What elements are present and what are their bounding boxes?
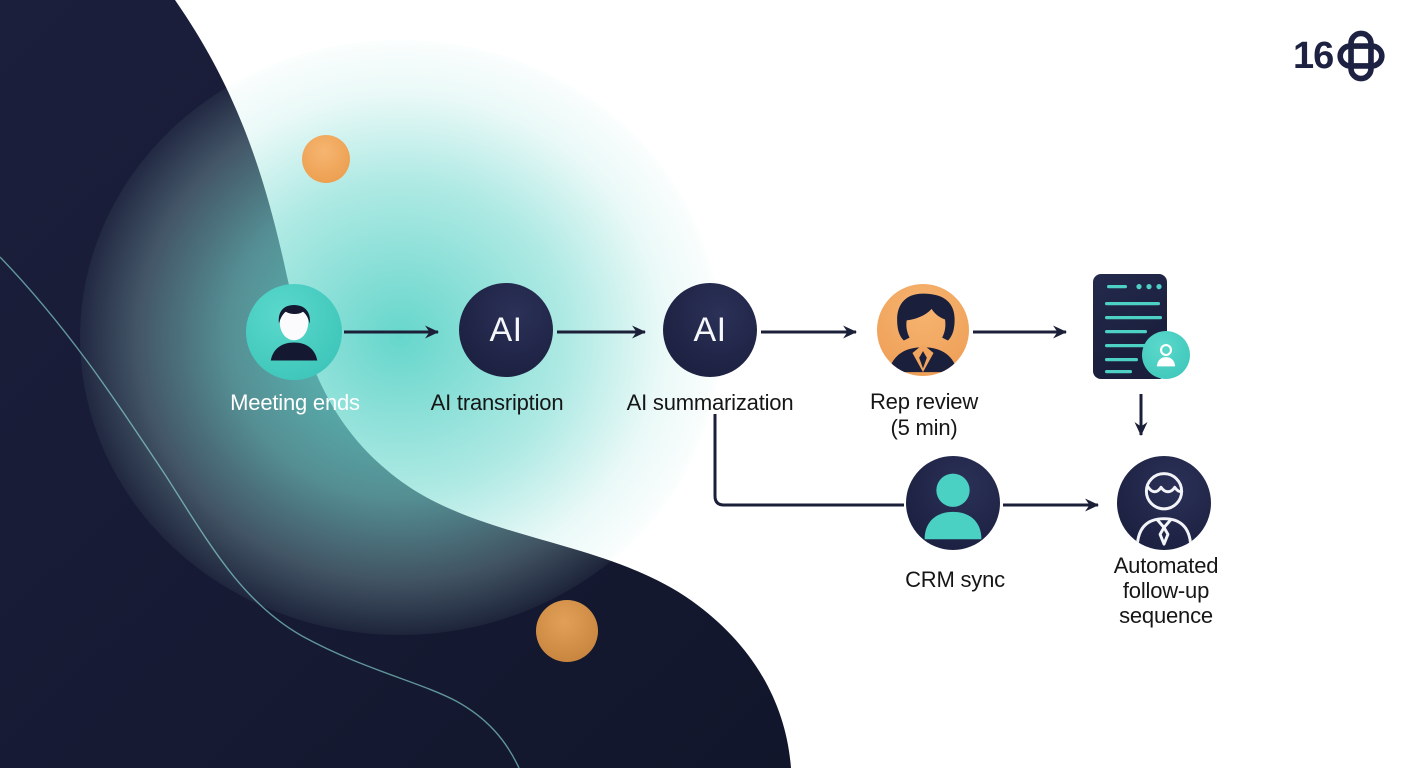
- elbow-summarization-to-crmsync: [713, 414, 904, 507]
- label-followup-line1: Automated: [1113, 553, 1219, 578]
- label-rep-review-line2: (5 min): [890, 415, 958, 440]
- brand-logo: 16: [1293, 28, 1387, 84]
- label-rep-review: Rep review (5 min): [824, 389, 1024, 441]
- ai-badge-text: AI: [693, 310, 727, 349]
- label-rep-review-line1: Rep review: [869, 389, 979, 414]
- person-avatar-icon: [270, 305, 318, 361]
- label-meeting-ends: Meeting ends: [230, 390, 360, 415]
- woman-avatar-icon: [888, 293, 958, 373]
- decor-circle-orange-bottom: [536, 600, 598, 662]
- decor-circle-orange-top: [302, 135, 350, 183]
- node-crm-sync: [906, 456, 1000, 550]
- label-followup-line3: sequence: [1119, 603, 1213, 628]
- document-user-badge: [1142, 331, 1190, 379]
- cross-knot-icon: [1337, 30, 1385, 82]
- user-outline-icon: [1136, 472, 1192, 546]
- ai-badge-text: AI: [489, 310, 523, 349]
- label-ai-summarization: AI summarization: [626, 390, 794, 415]
- node-meeting-ends: [246, 284, 342, 380]
- node-automated-follow-up: [1117, 456, 1211, 550]
- label-ai-transcription: AI transription: [430, 390, 564, 415]
- node-ai-transcription: AI: [459, 283, 553, 377]
- node-rep-review: [877, 284, 969, 376]
- user-badge-icon: [1156, 344, 1176, 367]
- node-ai-summarization: AI: [663, 283, 757, 377]
- logo-number: 16: [1293, 35, 1334, 77]
- label-followup-line2: follow-up: [1122, 578, 1210, 603]
- label-crm-sync: CRM sync: [905, 567, 1005, 592]
- user-silhouette-icon: [924, 473, 982, 540]
- label-automated-follow-up: Automated follow-up sequence: [1066, 553, 1266, 628]
